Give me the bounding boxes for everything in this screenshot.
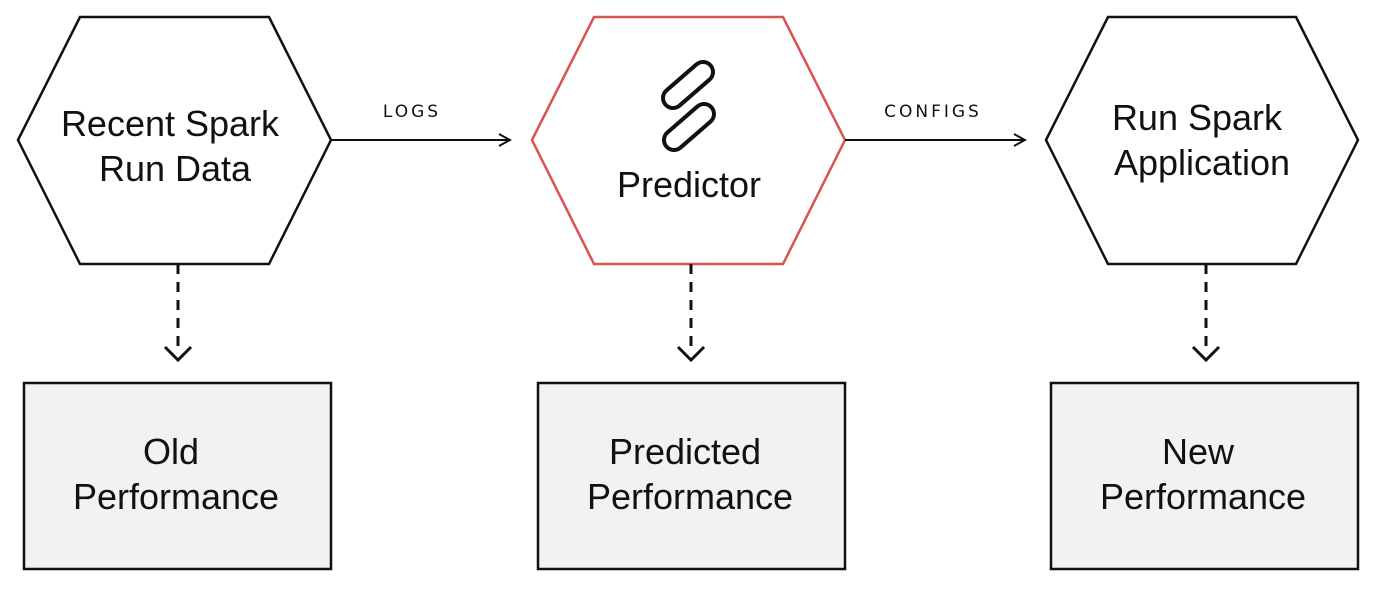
run-application-line-2: Application xyxy=(1114,142,1290,183)
output-predicted-performance: Predicted Performance xyxy=(536,381,847,571)
node-recent-run-data: Recent Spark Run Data xyxy=(16,15,333,266)
svg-text:Old Performance: Old Performance xyxy=(73,431,279,517)
predicted-performance-line-1: Predicted xyxy=(609,431,761,472)
predictor-label: Predictor xyxy=(617,164,761,205)
recent-run-data-line-2: Run Data xyxy=(99,148,252,189)
old-performance-line-2: Performance xyxy=(73,476,279,517)
new-performance-line-1: New xyxy=(1162,431,1235,472)
logs-label: LOGS xyxy=(383,102,441,122)
old-performance-box xyxy=(22,381,333,571)
recent-run-data-line-1: Recent Spark xyxy=(61,103,280,144)
output-new-performance: New Performance xyxy=(1049,381,1360,571)
hexagon-run-application xyxy=(1044,15,1360,266)
old-performance-line-1: Old xyxy=(143,431,199,472)
node-predictor: Predictor xyxy=(530,15,847,266)
svg-text:Predicted Performance: Predicted Performance xyxy=(587,431,793,517)
new-performance-box xyxy=(1049,381,1360,571)
dashed-arrow-old xyxy=(163,264,193,363)
dashed-arrow-predicted xyxy=(676,264,706,363)
predicted-performance-box xyxy=(536,381,847,571)
edge-configs: CONFIGS xyxy=(845,102,1025,140)
pills-icon xyxy=(661,60,716,152)
configs-label: CONFIGS xyxy=(884,102,982,122)
output-old-performance: Old Performance xyxy=(22,381,333,571)
dashed-arrow-new xyxy=(1191,264,1221,363)
edge-logs: LOGS xyxy=(331,102,510,140)
node-run-application: Run Spark Application xyxy=(1044,15,1360,266)
svg-text:Recent Spark Run Data: Recent Spark Run Data xyxy=(61,103,289,189)
new-performance-line-2: Performance xyxy=(1100,476,1306,517)
svg-text:Run Spark Application: Run Spark Application xyxy=(1112,97,1292,183)
svg-text:New Performance: New Performance xyxy=(1100,431,1306,517)
run-application-line-1: Run Spark xyxy=(1112,97,1283,138)
predicted-performance-line-2: Performance xyxy=(587,476,793,517)
